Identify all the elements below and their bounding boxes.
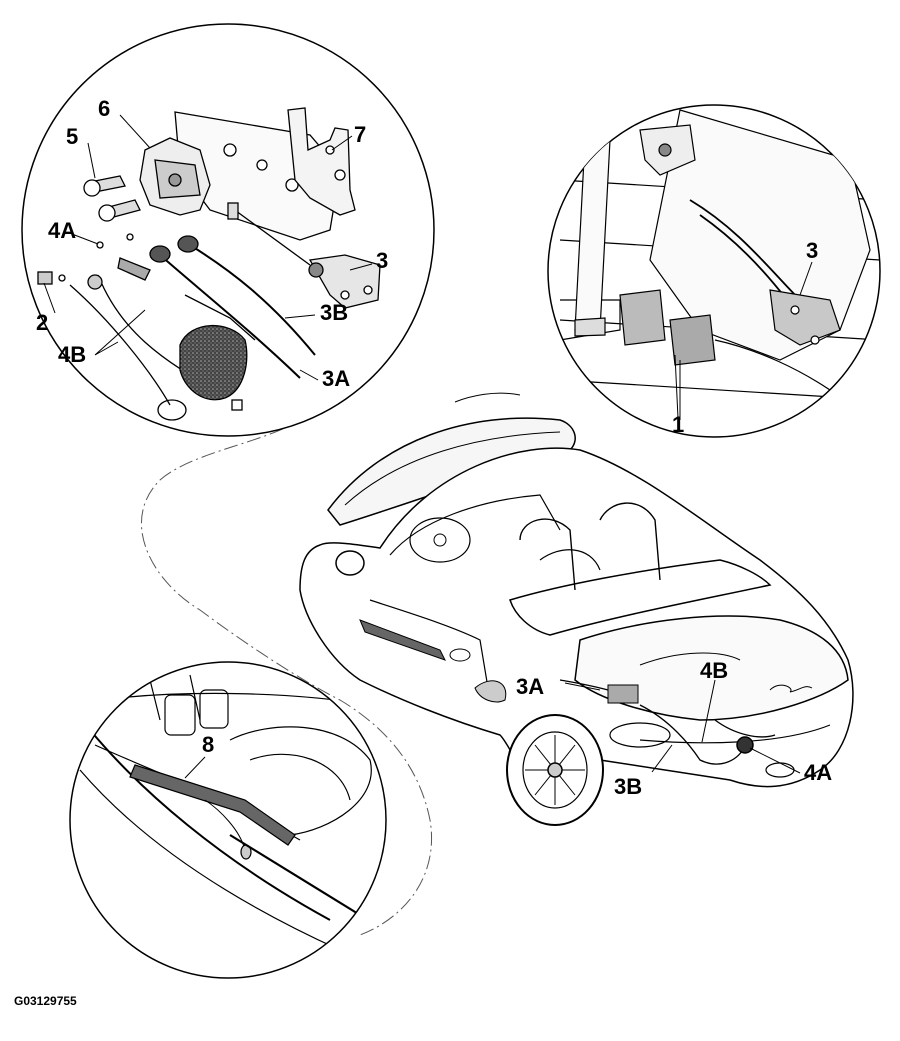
callout-6: 6 bbox=[98, 96, 111, 121]
sill-release-handle-8 bbox=[129, 764, 296, 846]
bracket-7 bbox=[287, 107, 356, 216]
figure-id: G03129755 bbox=[14, 994, 77, 1008]
cable-end-3 bbox=[308, 254, 381, 309]
callout-4b-detail: 4B bbox=[58, 342, 87, 367]
callout-2: 2 bbox=[36, 310, 49, 335]
callout-4b-car: 4B bbox=[700, 658, 729, 683]
callout-8: 8 bbox=[202, 732, 215, 757]
foam-pad bbox=[179, 324, 248, 401]
callout-4a-detail: 4A bbox=[48, 218, 77, 243]
car-cable-4b bbox=[714, 719, 776, 738]
callout-1: 1 bbox=[672, 412, 685, 437]
side-mirror bbox=[335, 550, 365, 576]
roadster-car bbox=[299, 392, 854, 826]
connector-1 bbox=[619, 289, 666, 346]
cable-3b bbox=[189, 244, 316, 356]
cable-3a bbox=[159, 254, 301, 379]
car-cable-3b bbox=[639, 704, 746, 765]
door-sill-strip bbox=[359, 619, 446, 661]
detail-connector-outline bbox=[141, 399, 432, 936]
callout-3b-detail: 3B bbox=[320, 300, 349, 325]
callout-3b-car: 3B bbox=[614, 774, 643, 799]
door-line bbox=[369, 599, 491, 701]
callout-4a-car: 4A bbox=[804, 760, 833, 785]
callout-3-routing: 3 bbox=[806, 238, 819, 263]
callout-3-detail: 3 bbox=[376, 248, 389, 273]
callout-7: 7 bbox=[354, 122, 367, 147]
routing-detail-circle bbox=[547, 104, 881, 438]
callout-leaders bbox=[43, 114, 813, 779]
steering-wheel bbox=[409, 517, 471, 563]
routing-cable-end-3 bbox=[769, 289, 841, 346]
soft-top-cover bbox=[509, 559, 772, 636]
callout-5: 5 bbox=[66, 124, 79, 149]
emergency-cable-4b bbox=[69, 284, 171, 406]
latch-detail-circle bbox=[21, 23, 435, 437]
callout-3a-detail: 3A bbox=[322, 366, 351, 391]
callout-3a-car: 3A bbox=[516, 674, 545, 699]
sill-detail-circle bbox=[69, 661, 387, 979]
clip-2 bbox=[37, 271, 53, 285]
